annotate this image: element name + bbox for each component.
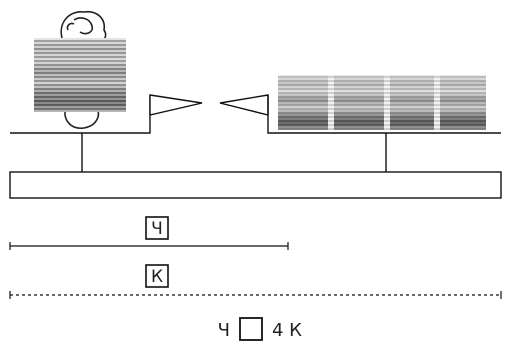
right-arrow-triangle [219, 94, 269, 116]
left-arrow-triangle [149, 94, 203, 116]
tape-stack-texture [34, 38, 126, 112]
right-figure [278, 75, 486, 130]
right-baseline [267, 95, 501, 134]
legend-right-text: 4 К [272, 320, 302, 341]
bottom-label: К [151, 267, 163, 287]
legend: Ч 4 К [218, 317, 302, 341]
top-label-box [145, 216, 169, 240]
top-label: Ч [151, 219, 163, 239]
base-bar [9, 171, 502, 199]
tape-samples-texture [278, 75, 486, 130]
bottom-label-box [145, 264, 169, 288]
left-figure [34, 10, 126, 129]
legend-square [239, 317, 263, 341]
legend-left-symbol: Ч [218, 320, 230, 341]
